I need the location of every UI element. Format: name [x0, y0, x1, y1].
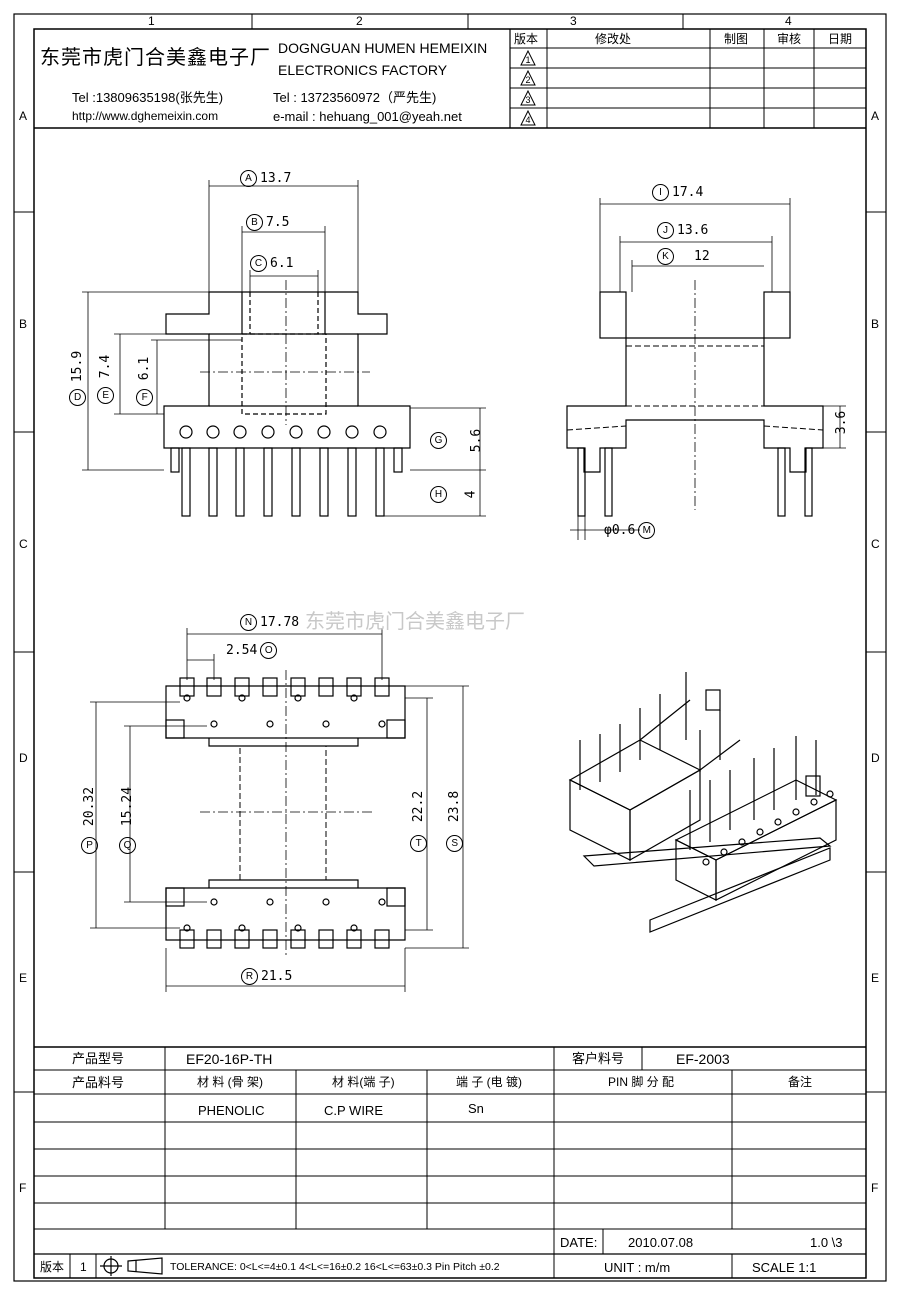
bottom-view: [165, 670, 406, 956]
dim-L: 3.6: [834, 410, 850, 435]
column-label: 3: [570, 14, 577, 28]
row-label: A: [19, 109, 28, 123]
row-label: F: [19, 1181, 27, 1195]
rev-header-drawn: 制图: [724, 32, 749, 46]
material-pin-value: C.P WIRE: [324, 1103, 383, 1118]
rev-number: 4: [525, 115, 530, 125]
row-label: D: [19, 751, 28, 765]
rev-number: 2: [525, 75, 530, 85]
row-label: E: [19, 971, 28, 985]
row-label: F: [871, 1181, 879, 1195]
version-label: 版本: [40, 1260, 65, 1274]
column-label: 1: [148, 14, 155, 28]
rev-header-check: 审核: [777, 32, 802, 46]
row-label: A: [871, 109, 880, 123]
rev-header-change: 修改处: [595, 32, 632, 46]
rev-header-date: 日期: [828, 32, 853, 46]
row-label: C: [19, 537, 28, 551]
website-link[interactable]: http://www.dghemeixin.com: [72, 109, 219, 123]
row-label: C: [871, 537, 880, 551]
material-bobbin-value: PHENOLIC: [198, 1103, 265, 1118]
product-part-label: 产品料号: [72, 1075, 125, 1090]
row-label: E: [871, 971, 880, 985]
product-model-value: EF20-16P-TH: [186, 1051, 273, 1067]
col-material-pin: 材 料(端 子): [332, 1075, 395, 1089]
rev-number: 3: [525, 95, 530, 105]
side-view: [566, 280, 824, 517]
col-remark: 备注: [788, 1075, 813, 1089]
customer-part-value: EF-2003: [676, 1051, 730, 1067]
product-model-label: 产品型号: [72, 1051, 125, 1066]
version-value: 1: [80, 1260, 87, 1274]
plating-value: Sn: [468, 1101, 484, 1116]
column-label: 2: [356, 14, 363, 28]
customer-part-label: 客户料号: [572, 1051, 625, 1066]
company-name-en-1: DOGNGUAN HUMEN HEMEIXIN: [278, 40, 488, 56]
tel-1: Tel :13809635198(张先生): [72, 90, 224, 105]
projection-symbol: [100, 1256, 163, 1276]
front-view: [163, 280, 411, 517]
company-name-cn: 东莞市虎门合美鑫电子厂: [40, 47, 271, 69]
tolerance-note: TOLERANCE: 0<L<=4±0.1 4<L<=16±0.2 16<L<=…: [170, 1261, 500, 1273]
col-pin-assignment: PIN 脚 分 配: [608, 1075, 675, 1089]
row-label: D: [871, 751, 880, 765]
row-label: B: [871, 317, 880, 331]
column-label: 4: [785, 14, 792, 28]
row-label: B: [19, 317, 28, 331]
company-name-en-2: ELECTRONICS FACTORY: [278, 62, 448, 78]
date-value: 2010.07.08: [628, 1235, 694, 1250]
sheet-number: 1.0 \3: [810, 1235, 843, 1250]
unit-label: UNIT : m/m: [604, 1260, 671, 1275]
col-material-bobbin: 材 料 (骨 架): [197, 1075, 263, 1089]
scale-label: SCALE 1:1: [752, 1260, 817, 1275]
col-plating: 端 子 (电 镀): [456, 1075, 522, 1089]
rev-header-version: 版本: [514, 32, 539, 46]
tel-2: Tel : 13723560972（严先生): [273, 90, 437, 105]
email-link[interactable]: e-mail : hehuang_001@yeah.net: [273, 109, 462, 124]
watermark: 东莞市虎门合美鑫电子厂: [305, 611, 525, 633]
isometric-view: [568, 672, 838, 933]
date-label: DATE:: [560, 1235, 598, 1250]
rev-number: 1: [525, 55, 530, 65]
